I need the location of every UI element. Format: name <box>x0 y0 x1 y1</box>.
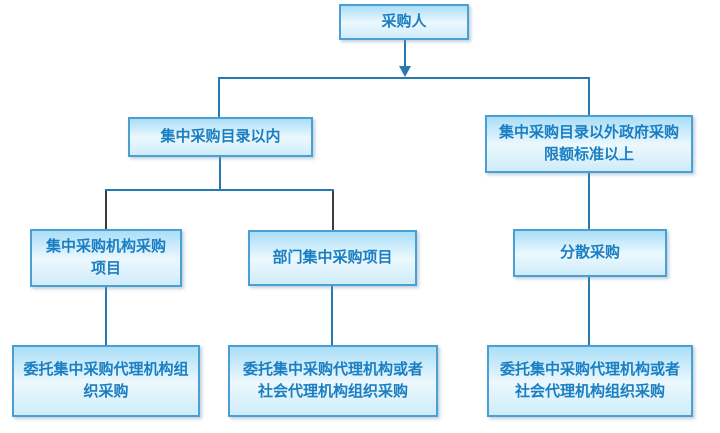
connector-mid-horizontal <box>105 189 334 191</box>
node-within-catalog: 集中采购目录以内 <box>128 117 313 157</box>
node-central-agency-project: 集中采购机构采购 项目 <box>30 229 182 287</box>
node-entrust-central-agency: 委托集中采购代理机构组 织采购 <box>12 345 200 417</box>
node-decentralized-procurement: 分散采购 <box>513 229 667 277</box>
node-entrust-central-or-social-left: 委托集中采购代理机构或者 社会代理机构组织采购 <box>228 345 438 417</box>
node-purchaser: 采购人 <box>339 4 469 40</box>
connector-department-drop <box>332 191 334 230</box>
connector-top-horizontal <box>219 77 590 79</box>
connector-purchaser-down <box>404 39 406 67</box>
connector-right-branch-down <box>588 77 590 115</box>
connector-left-branch-down <box>218 77 220 117</box>
node-department-central-project: 部门集中采购项目 <box>248 230 417 286</box>
connector-within-catalog-down <box>219 157 221 191</box>
node-outside-catalog: 集中采购目录以外政府采购 限额标准以上 <box>485 115 693 173</box>
arrowhead-down-icon <box>399 66 411 77</box>
connector-col3-down <box>588 277 590 345</box>
connector-col2-down <box>331 286 333 345</box>
node-entrust-central-or-social-right: 委托集中采购代理机构或者 社会代理机构组织采购 <box>487 345 693 417</box>
connector-central-agency-drop <box>105 191 107 229</box>
connector-col1-down <box>105 287 107 345</box>
connector-outside-catalog-down <box>588 173 590 229</box>
